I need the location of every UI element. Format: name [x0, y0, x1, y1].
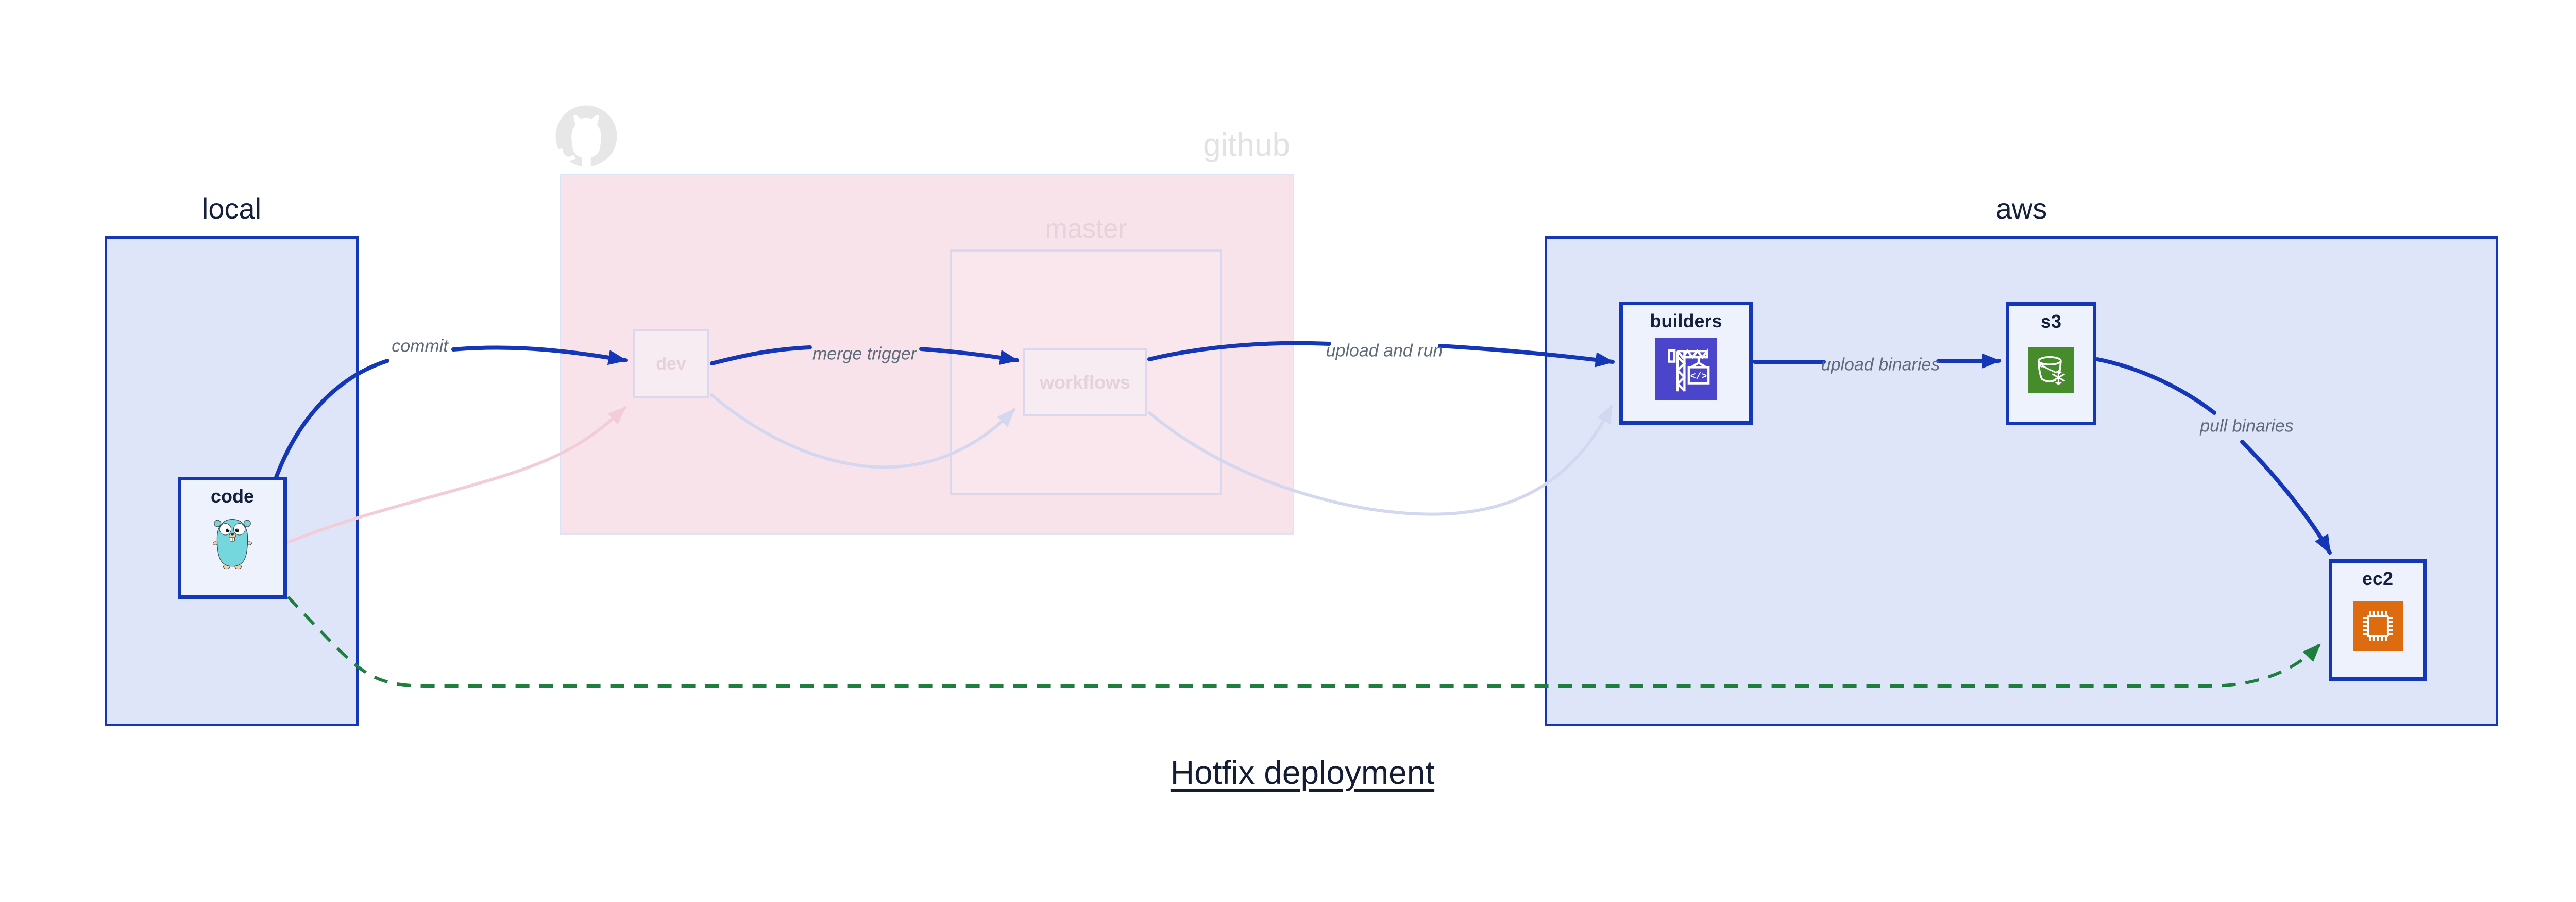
group-master-label: master: [1045, 214, 1127, 244]
node-s3-label: s3: [2040, 311, 2062, 332]
group-github-label: github: [1203, 127, 1290, 163]
edge-label-merge-trigger: merge trigger: [812, 344, 917, 364]
edge-label-upload-binaries: upload binaries: [1821, 355, 1940, 375]
codebuild-icon: </>: [1655, 338, 1717, 400]
node-ec2-label: ec2: [2362, 568, 2394, 589]
node-ec2: ec2: [2329, 559, 2427, 681]
go-gopher-icon: [212, 519, 252, 570]
node-dev: dev: [633, 329, 709, 398]
diagram-title: Hotfix deployment: [1170, 754, 1435, 791]
node-workflows: workflows: [1023, 348, 1147, 416]
edge-label-pull-binaries: pull binaries: [2200, 416, 2294, 436]
node-workflows-label: workflows: [1039, 371, 1131, 393]
node-code: code: [178, 477, 287, 599]
github-logo-icon: [555, 105, 617, 168]
node-builders: builders </>: [1619, 302, 1753, 425]
group-local-label: local: [201, 192, 262, 225]
s3-glacier-icon: [2028, 347, 2074, 393]
edge-label-commit: commit: [392, 336, 448, 356]
edge-label-upload-and-run: upload and run: [1326, 341, 1443, 361]
codebuild-icon-glyph: </>: [1690, 372, 1706, 382]
node-dev-label: dev: [656, 354, 686, 374]
group-aws-label: aws: [1995, 192, 2047, 225]
node-s3: s3: [2006, 302, 2096, 425]
ec2-chip-icon: [2352, 601, 2403, 651]
node-code-label: code: [210, 486, 255, 507]
node-builders-label: builders: [1650, 310, 1722, 331]
